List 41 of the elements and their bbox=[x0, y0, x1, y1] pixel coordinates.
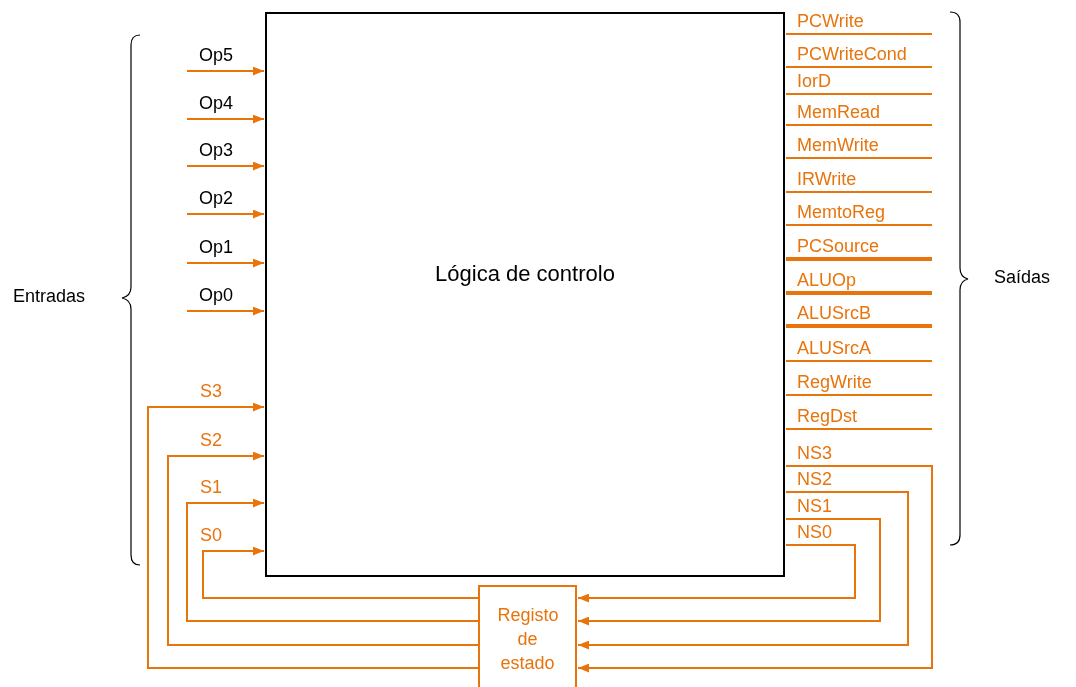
arrow bbox=[186, 306, 265, 316]
signal-line bbox=[785, 157, 933, 159]
state-register-box bbox=[478, 585, 577, 687]
signal-label: MemtoReg bbox=[796, 202, 887, 222]
signal-line bbox=[786, 291, 932, 295]
arrow bbox=[186, 66, 265, 76]
signal-label: ALUOp bbox=[796, 270, 858, 290]
signal-label: Op2 bbox=[198, 188, 235, 208]
arrow bbox=[202, 546, 479, 599]
arrow bbox=[186, 114, 265, 124]
signal-line bbox=[785, 394, 933, 396]
signal-label: Op4 bbox=[198, 93, 235, 113]
arrow bbox=[577, 465, 933, 673]
arrow bbox=[167, 451, 479, 646]
signal-label: Op1 bbox=[198, 237, 235, 257]
signal-line bbox=[786, 324, 932, 328]
signal-label: Op5 bbox=[198, 45, 235, 65]
arrow bbox=[186, 209, 265, 219]
arrow bbox=[186, 258, 265, 268]
arrow bbox=[577, 518, 881, 626]
control-logic-box bbox=[265, 12, 785, 577]
block-label: Registo de estado bbox=[497, 604, 558, 675]
signal-line bbox=[785, 360, 933, 362]
signal-line bbox=[785, 124, 933, 126]
signal-label: RegDst bbox=[796, 406, 859, 426]
arrow bbox=[577, 491, 909, 650]
signal-line bbox=[785, 428, 933, 430]
signal-line bbox=[785, 191, 933, 193]
signal-label: RegWrite bbox=[796, 372, 873, 392]
arrow bbox=[186, 161, 265, 171]
signal-line bbox=[786, 257, 932, 261]
signal-line bbox=[785, 224, 933, 226]
block-title: Lógica de controlo bbox=[435, 260, 615, 287]
signal-line bbox=[785, 66, 933, 68]
signal-label: Op0 bbox=[198, 285, 235, 305]
arrow bbox=[147, 402, 479, 669]
arrow bbox=[577, 544, 856, 603]
arrow bbox=[186, 498, 479, 622]
signal-line bbox=[785, 33, 933, 35]
signal-label: Op3 bbox=[198, 140, 235, 160]
signal-line bbox=[785, 93, 933, 95]
